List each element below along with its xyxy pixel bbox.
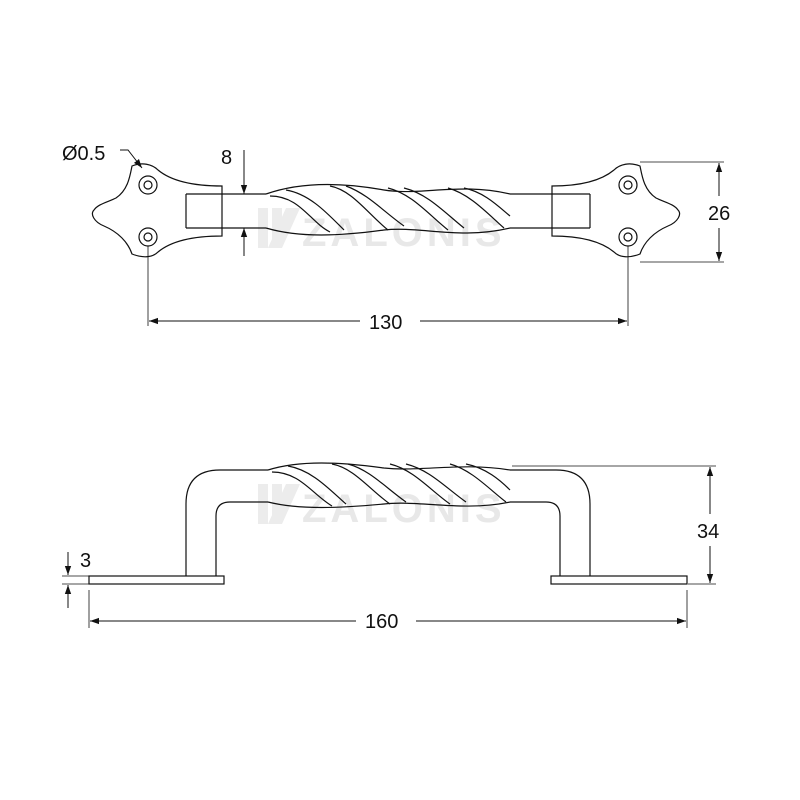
plate-height-label: 26	[708, 203, 730, 225]
mounting-hole	[618, 227, 638, 247]
twisted-section-side	[267, 462, 511, 509]
mounting-hole	[618, 175, 638, 195]
dimension-plate-height: 26	[640, 161, 730, 263]
overall-length-label: 160	[365, 611, 398, 633]
top-view	[91, 163, 681, 258]
dimension-hole-spacing: 130	[147, 246, 629, 334]
handle-bar-left	[185, 193, 266, 229]
handle-leg-right	[510, 469, 591, 576]
left-mounting-plate	[91, 163, 223, 258]
hole-spacing-label: 130	[369, 312, 402, 334]
watermark-bottom: ZALONIS	[258, 484, 506, 531]
twisted-section	[265, 183, 511, 236]
right-mounting-plate	[551, 163, 681, 258]
dimension-plate-thickness: 3	[62, 550, 91, 608]
dimension-bar-thickness: 8	[221, 147, 248, 256]
mounting-hole	[138, 227, 158, 247]
watermark-top: ZALONIS	[258, 208, 502, 255]
base-plate-left	[88, 575, 225, 585]
watermark-text: ZALONIS	[302, 487, 506, 531]
side-view	[88, 462, 688, 585]
handle-bar-right	[510, 193, 591, 229]
hole-diameter-label: Ø0.5	[62, 143, 105, 165]
dimension-overall-length: 160	[88, 590, 688, 633]
mounting-hole	[138, 175, 158, 195]
handle-leg-left	[185, 469, 268, 576]
overall-height-label: 34	[697, 521, 719, 543]
plate-thickness-label: 3	[80, 550, 91, 572]
bar-thickness-label: 8	[221, 147, 232, 169]
dimension-overall-height: 34	[512, 465, 719, 585]
dimension-hole-diameter: Ø0.5	[62, 143, 143, 169]
base-plate-right	[550, 575, 688, 585]
